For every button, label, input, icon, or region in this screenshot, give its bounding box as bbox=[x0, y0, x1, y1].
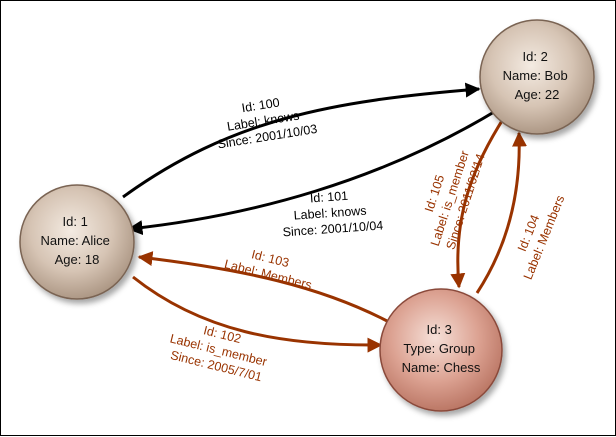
node-chess-group: Id: 3 Type: Group Name: Chess bbox=[379, 288, 503, 412]
edge-102-arrow bbox=[132, 275, 383, 353]
node-alice-name: Name: Alice bbox=[41, 233, 110, 248]
svg-text:Id: 3 Type: Group: Id: 3 Type: Group Name: Chess bbox=[402, 322, 481, 375]
svg-text:Id: 105 Label: is_member: Id: 105 Label: is_member Since: 2011/02/… bbox=[413, 141, 489, 253]
node-chess-name: Name: Chess bbox=[402, 360, 481, 375]
node-bob-circle bbox=[479, 19, 595, 135]
edge-label-102: Id: 102 Label: is_member Since: 2005/7/0… bbox=[165, 316, 276, 386]
node-chess-circle bbox=[379, 288, 503, 412]
node-bob-id: Id: 2 bbox=[523, 49, 548, 64]
svg-text:Id: 1 Name: Alice: Id: 1 Name: Alice Age: 18 bbox=[41, 214, 114, 267]
edge-104-arrow bbox=[475, 131, 528, 294]
node-alice-circle bbox=[19, 184, 135, 300]
node-chess-id: Id: 3 bbox=[427, 322, 452, 337]
svg-text:Id: 103 Label: Members: Id: 103 Label: Members bbox=[223, 241, 317, 292]
node-bob-age: Age: 22 bbox=[515, 87, 560, 102]
edge-101-arrow bbox=[127, 107, 500, 236]
edge-label-100-id: Id: 100 bbox=[241, 95, 281, 115]
node-chess-type: Type: Group bbox=[403, 341, 475, 356]
svg-text:Id: 101 Label: knows: Id: 101 Label: knows Since: 2001/10/04 bbox=[280, 187, 384, 240]
node-bob-name: Name: Bob bbox=[503, 68, 568, 83]
node-alice-age: Age: 18 bbox=[55, 252, 100, 267]
node-bob: Id: 2 Name: Bob Age: 22 bbox=[479, 19, 595, 135]
edge-label-105: Id: 105 Label: is_member Since: 2011/02/… bbox=[413, 141, 489, 253]
edge-label-101: Id: 101 Label: knows Since: 2001/10/04 bbox=[280, 187, 384, 240]
edge-label-100: Id: 100 Label: knows Since: 2001/10/03 bbox=[212, 90, 319, 151]
node-alice: Id: 1 Name: Alice Age: 18 bbox=[19, 184, 135, 300]
edge-label-101-label: Label: knows bbox=[293, 204, 367, 223]
edges bbox=[122, 82, 528, 353]
edge-label-101-id: Id: 101 bbox=[309, 189, 348, 206]
edge-103-arrow bbox=[137, 251, 392, 325]
node-alice-id: Id: 1 bbox=[63, 214, 88, 229]
svg-text:Id: 2 Name: Bob Ag: Id: 2 Name: Bob Age: 22 bbox=[503, 49, 572, 102]
svg-text:Id: 102 Label: is_member: Id: 102 Label: is_member Since: 2005/7/0… bbox=[165, 316, 276, 386]
edge-label-103: Id: 103 Label: Members bbox=[223, 241, 317, 292]
edge-105-arrow bbox=[450, 112, 509, 289]
edge-100-arrow bbox=[122, 82, 481, 199]
svg-text:Id: 100 Label: knows: Id: 100 Label: knows Since: 2001/10/03 bbox=[212, 90, 319, 151]
